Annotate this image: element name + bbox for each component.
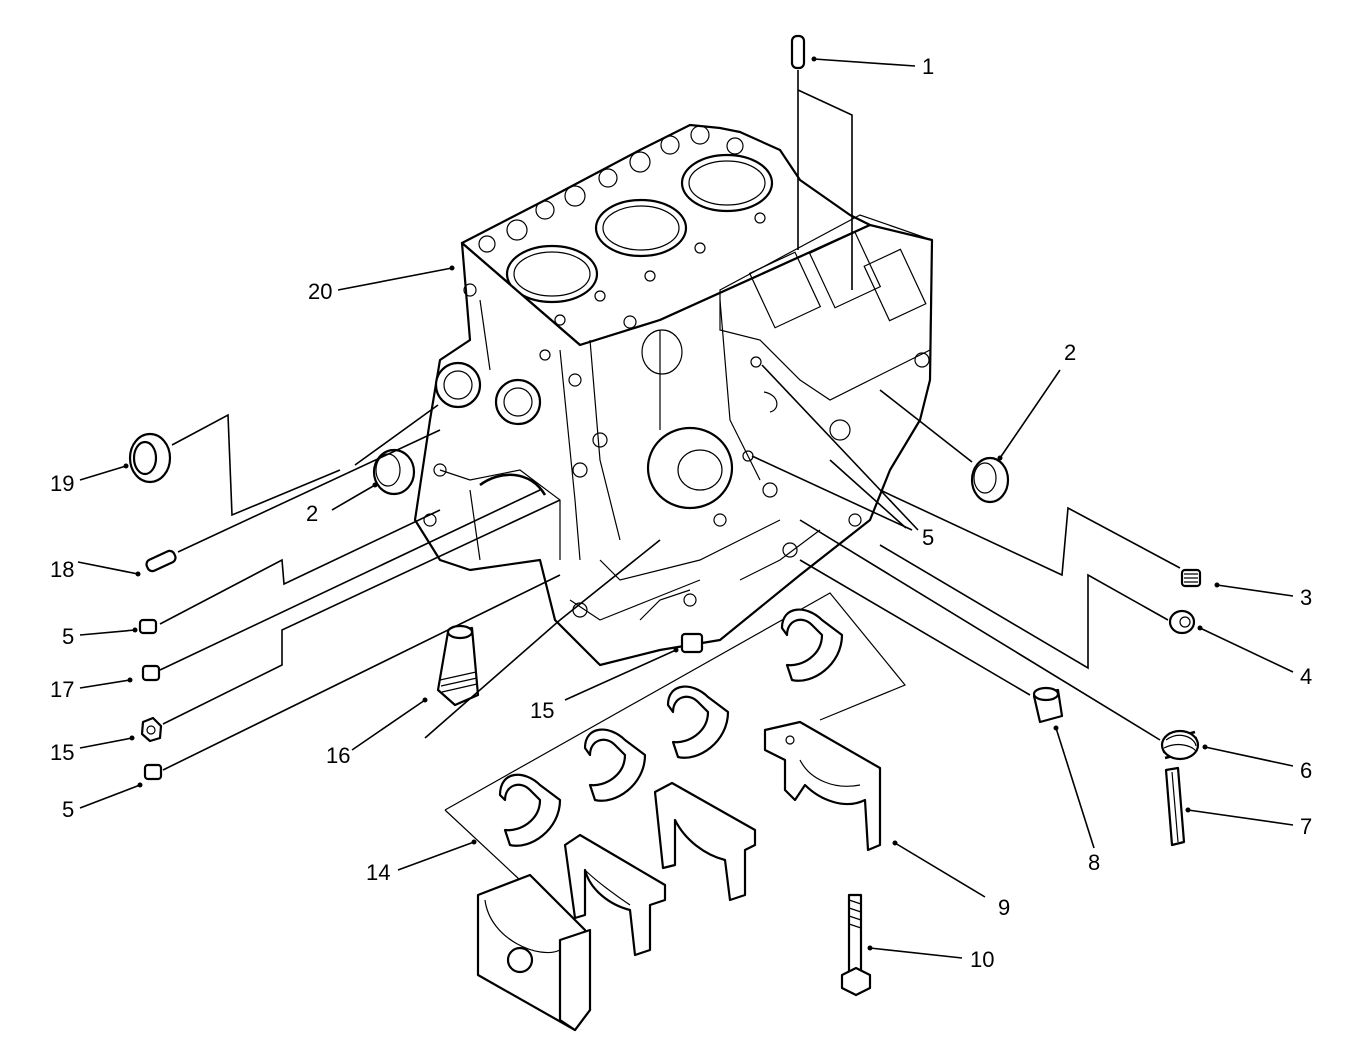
callout-5-right: 5 [922,525,934,550]
plug-part-17 [141,664,161,682]
callout-5-left-bottom: 5 [62,797,74,822]
bolt-part-10 [840,893,872,997]
callout-14: 14 [366,860,390,885]
nut-part-4 [1168,609,1196,635]
pin-part-18 [145,549,177,573]
callout-18: 18 [50,557,74,582]
leader-lines [77,56,1294,959]
callout-2-front: 2 [306,501,318,526]
callout-16: 16 [326,743,350,768]
callout-10: 10 [970,947,994,972]
spring-part-6 [1160,729,1200,761]
plunger-part-16 [436,624,480,707]
callout-6: 6 [1300,758,1312,783]
callout-20: 20 [308,279,332,304]
cap-part-8 [1032,686,1064,724]
callout-labels: 1 20 2 2 19 5 18 3 4 5 17 15 15 16 6 7 5… [50,54,1312,972]
bushing-part-front [372,448,416,496]
callout-8: 8 [1088,850,1100,875]
plug-part-5c [143,763,163,781]
callout-19: 19 [50,471,74,496]
callout-3: 3 [1300,585,1312,610]
plug-part-5a [138,618,158,635]
callout-15-middle: 15 [530,698,554,723]
dowel-pin-part [790,34,806,70]
cylinder-block [413,123,934,667]
callout-2-right: 2 [1064,340,1076,365]
bushing-part-right [970,456,1010,504]
callout-1: 1 [922,54,934,79]
callout-17: 17 [50,677,74,702]
cup-part-15b [680,632,704,654]
callout-4: 4 [1300,664,1312,689]
bearing-shells [444,592,906,881]
plug-part-3 [1180,568,1202,588]
seal-part-19 [128,432,172,484]
callout-5-left-top: 5 [62,624,74,649]
main-bearing-caps [476,720,882,1032]
callout-9: 9 [998,895,1010,920]
callout-15-left: 15 [50,740,74,765]
nut-part-15a [140,716,163,743]
callout-7: 7 [1300,814,1312,839]
